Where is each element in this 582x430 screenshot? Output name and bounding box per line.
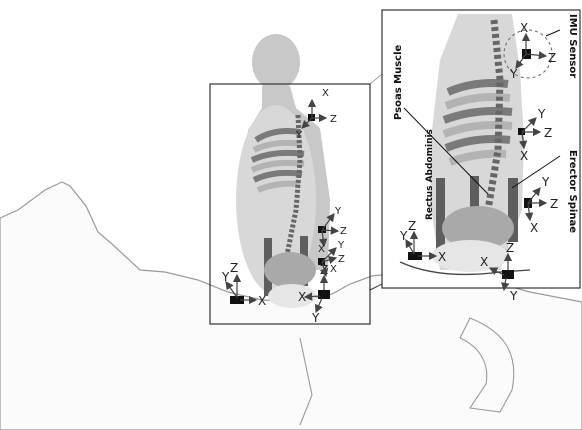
axis-label-z: Z [548, 51, 556, 65]
axis-label-y: Y [311, 311, 320, 325]
axis-label-y: Y [399, 229, 408, 243]
axis-label-z: Z [338, 254, 345, 265]
label-imu-sensor: IMU Sensor [567, 14, 578, 78]
inset-torso [430, 14, 524, 272]
axis-label-z: Z [550, 197, 558, 211]
axis-label-x: X [530, 221, 538, 235]
axis-label-y: Y [537, 107, 546, 121]
axis-label-y: Y [509, 67, 518, 81]
axis-label-x: X [298, 290, 306, 304]
axis-label-y: Y [221, 270, 230, 284]
axis-label-z: Z [330, 114, 337, 125]
pelvis [264, 252, 316, 288]
axis-label-x: X [480, 255, 488, 269]
label-psoas-muscle: Psoas Muscle [393, 44, 404, 120]
axis-label-z: Z [506, 241, 514, 255]
axis-label-y: Y [541, 175, 550, 189]
axis-label-x: X [330, 264, 337, 275]
left-torso [236, 105, 316, 308]
axis-label-y: Y [334, 206, 342, 217]
label-rectus-abdominis: Rectus Abdominis [425, 129, 435, 220]
axis-label-x: X [520, 21, 528, 35]
axis-label-x: X [322, 88, 329, 99]
axis-label-y: Y [295, 130, 303, 141]
axis-label-x: X [438, 250, 446, 264]
axis-label-z: Z [230, 261, 238, 275]
inset-rectus-muscle [436, 178, 445, 250]
thigh [268, 284, 316, 308]
axis-label-z: Z [408, 219, 416, 233]
axis-label-y: Y [509, 289, 518, 303]
sensor-icon [318, 290, 330, 299]
axis-label-x: X [520, 149, 528, 163]
axis-label-z: Z [544, 126, 552, 140]
axis-label-x: X [318, 244, 325, 255]
axis-label-z: Z [340, 226, 347, 237]
axis-label-y: Y [337, 240, 345, 251]
axis-label-x: X [258, 294, 266, 308]
label-erector-spinae: Erector Spinae [567, 150, 578, 233]
